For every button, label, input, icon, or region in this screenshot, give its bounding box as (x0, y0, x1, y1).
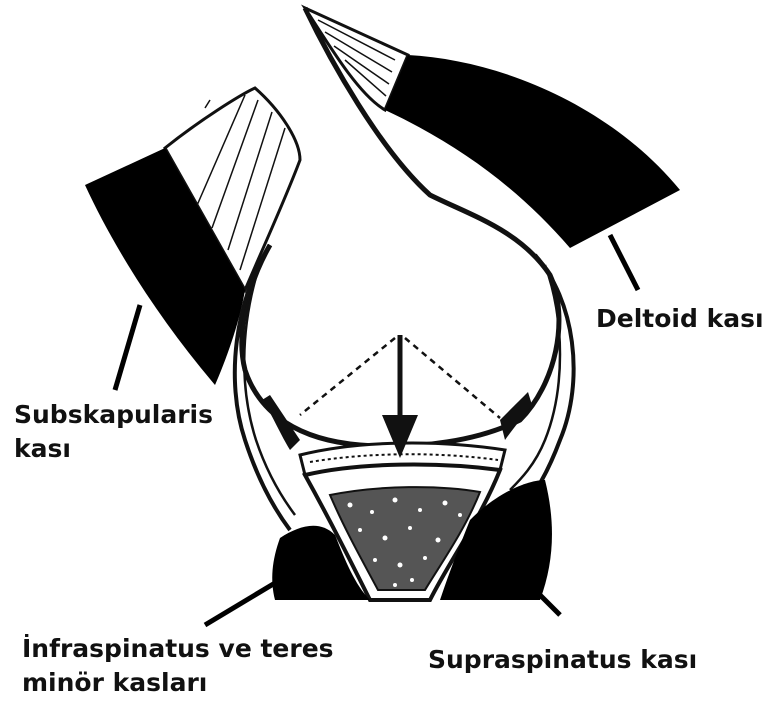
joint-edge-left (262, 395, 300, 450)
label-subskapularis-line2: kası (14, 432, 213, 466)
label-deltoid: Deltoid kası (596, 302, 764, 336)
dashed-vector-left (300, 338, 395, 415)
dashed-vector-right (405, 338, 500, 418)
label-infraspinatus: İnfraspinatus ve teres minör kasları (22, 632, 334, 700)
label-subskapularis-line1: Subskapularis (14, 398, 213, 432)
deltoid-muscle (385, 55, 680, 248)
capsule-left-inner (244, 270, 295, 515)
infraspinatus-leader (205, 580, 280, 625)
subskapularis-leader (115, 305, 140, 390)
deltoid-leader (610, 235, 638, 290)
label-infraspinatus-line1: İnfraspinatus ve teres (22, 632, 334, 666)
label-supraspinatus: Supraspinatus kası (428, 643, 697, 677)
label-infraspinatus-line2: minör kasları (22, 666, 334, 700)
joint-edge-right (500, 392, 532, 440)
label-subskapularis: Subskapularis kası (14, 398, 213, 466)
